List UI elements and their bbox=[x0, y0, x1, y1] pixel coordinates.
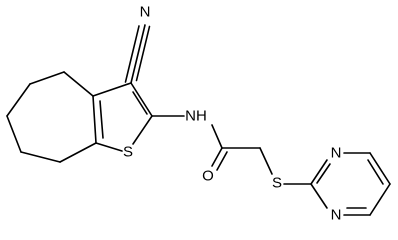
amide-linker bbox=[151, 115, 312, 185]
bond bbox=[6, 83, 31, 117]
bond bbox=[369, 152, 391, 185]
thioether-sulfur-label: S bbox=[272, 175, 282, 192]
bond bbox=[211, 124, 223, 149]
bond-triple bbox=[124, 25, 140, 83]
cycloheptane-ring bbox=[6, 71, 97, 163]
bond bbox=[259, 147, 273, 175]
nitrile-nitrogen-label: N bbox=[140, 4, 151, 21]
bond bbox=[130, 24, 146, 84]
bond-double-inner bbox=[316, 163, 331, 184]
thiophene-sulfur-label: S bbox=[123, 144, 133, 161]
bond bbox=[132, 115, 153, 145]
bond-double-inner bbox=[367, 159, 384, 185]
bond bbox=[369, 183, 391, 216]
bond bbox=[310, 159, 328, 185]
bond-double bbox=[216, 151, 228, 171]
molecule-structure: N NH S O S N N bbox=[6, 4, 391, 224]
pyrimidine-nitrogen-bottom-label: N bbox=[331, 207, 342, 224]
bond bbox=[95, 142, 123, 152]
carbonyl-oxygen-label: O bbox=[202, 168, 214, 185]
amide-nh-label: NH bbox=[185, 108, 207, 125]
pyrimidine-nitrogen-top-label: N bbox=[331, 145, 342, 162]
bond-double-inner bbox=[99, 100, 104, 139]
bond bbox=[310, 183, 328, 209]
bond-triple bbox=[135, 25, 151, 82]
bond-double-inner bbox=[132, 91, 148, 115]
bond bbox=[20, 151, 61, 163]
bond bbox=[92, 95, 97, 144]
bond bbox=[29, 71, 65, 85]
atom-labels: N NH S O S N N bbox=[123, 4, 341, 224]
bond bbox=[130, 82, 153, 117]
molecule-canvas: N NH S O S N N bbox=[6, 3, 391, 224]
bond bbox=[211, 147, 223, 167]
nitrile-group bbox=[124, 24, 151, 84]
bond bbox=[6, 115, 22, 153]
bond bbox=[59, 142, 97, 163]
thiophene-ring bbox=[92, 82, 153, 152]
bond bbox=[63, 71, 94, 97]
pyrimidine-ring bbox=[310, 152, 391, 216]
bond bbox=[92, 82, 132, 97]
